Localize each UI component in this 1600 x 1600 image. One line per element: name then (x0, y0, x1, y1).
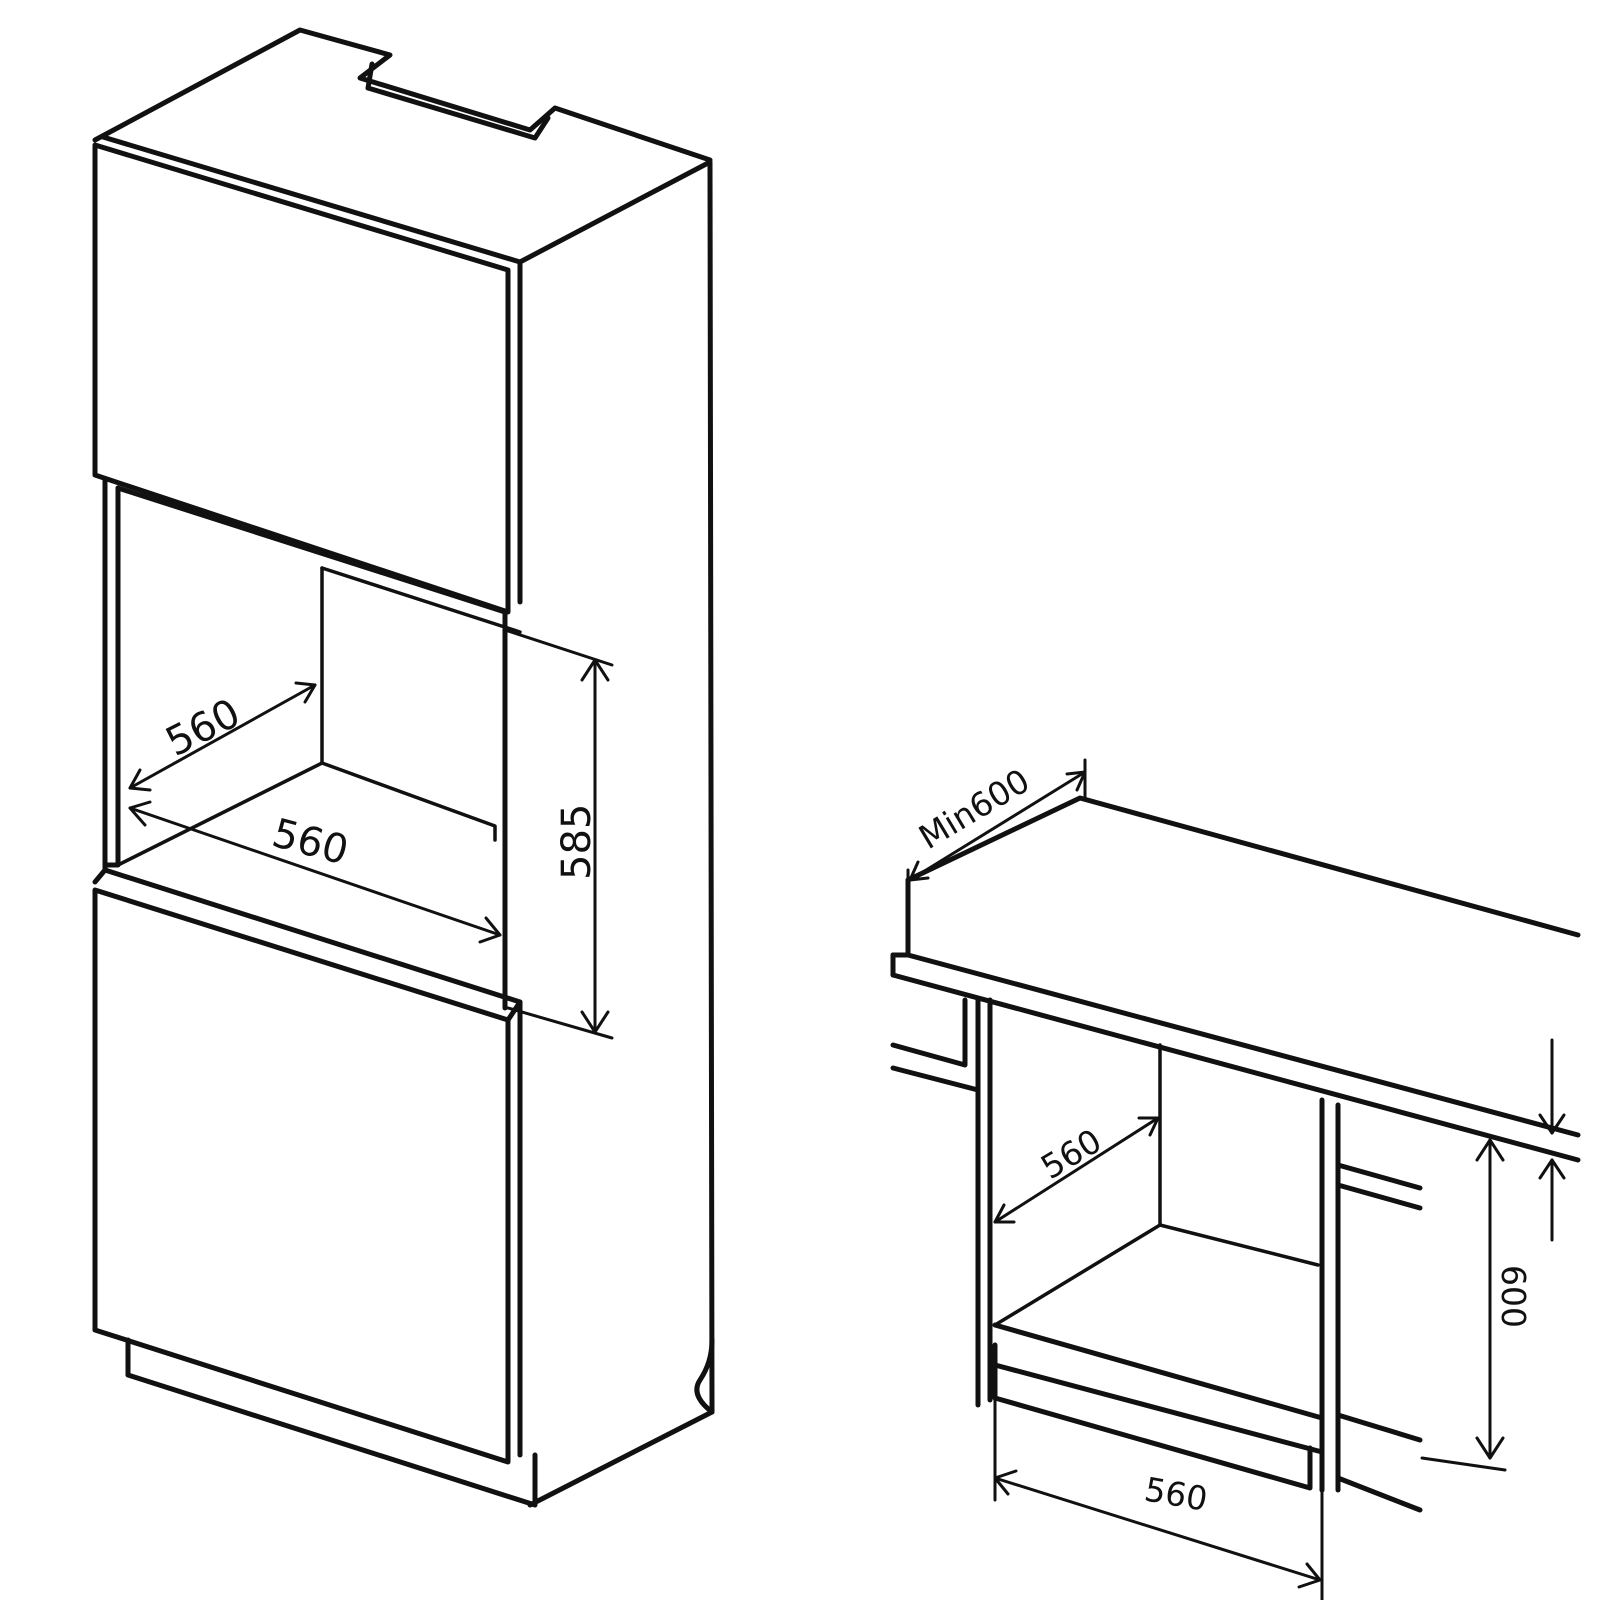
arrowhead (993, 1203, 1016, 1224)
rc-width-label: 560 (1142, 1469, 1211, 1518)
niche-floor-left-rc (993, 1223, 1162, 1327)
arrowhead (1538, 1158, 1566, 1180)
right-cabinet-stub-2 (1335, 1182, 1423, 1211)
niche-frame-top (115, 485, 508, 615)
arrowhead (1065, 770, 1087, 792)
lower-door (92, 887, 511, 1465)
niche-back-top (320, 566, 522, 634)
arrowhead (993, 1469, 1018, 1496)
arrowhead (128, 800, 152, 827)
base-floor-line (1335, 1475, 1423, 1513)
base-plinth-lower (992, 1395, 1313, 1491)
right-cabinet-stub (1335, 1162, 1423, 1191)
upper-door-top-edge (100, 134, 523, 265)
arrowhead (580, 1010, 610, 1034)
dim-arrow-inner-depth (993, 1116, 1160, 1224)
arrowhead (1538, 1113, 1566, 1135)
left-cabinet-stub (890, 997, 968, 1068)
under-counter-unit (890, 795, 1581, 1513)
right-cabinet-stub-3 (1335, 1412, 1423, 1443)
tall-depth-label: 560 (267, 810, 353, 874)
plinth-curve (694, 1337, 715, 1415)
upper-door (92, 142, 511, 615)
niche-floor-back (320, 761, 497, 842)
base-plinth-front (992, 1342, 1325, 1455)
min600-label: Min600 (912, 761, 1036, 857)
arrowhead (128, 768, 152, 792)
rc-height-label: 600 (1494, 1265, 1533, 1328)
arrowhead (1137, 1116, 1160, 1137)
dim-arrow-depth-tall (128, 806, 502, 937)
arrowhead (908, 860, 930, 882)
tall-cabinet-top-surface (92, 27, 713, 163)
base-plinth (992, 1322, 1325, 1421)
arrowhead (478, 916, 502, 944)
tall-cabinet-dimensions (128, 628, 614, 1040)
tall-width-label: 560 (159, 690, 248, 766)
tall-cabinet (92, 27, 715, 1508)
cabinet-side-panel (517, 159, 715, 1508)
tall-height-label: 585 (554, 804, 600, 880)
arrowhead (294, 681, 317, 704)
left-cabinet-stub-2 (890, 1065, 981, 1393)
under-counter-dimensions (906, 758, 1566, 1600)
arrowhead (580, 658, 610, 682)
countertop-front-top (905, 952, 1581, 1138)
dim-arrow-min600 (908, 770, 1087, 882)
countertop-front-bottom (890, 972, 1581, 1163)
lower-door-top-edge (92, 867, 523, 1023)
arrowhead (1475, 1436, 1505, 1460)
countertop-top-surface (905, 795, 1581, 938)
niche-floor-left (116, 761, 324, 867)
extension-line (1420, 1456, 1507, 1472)
arrowhead (1475, 1138, 1505, 1162)
niche-floor-back-rc (1158, 1223, 1320, 1267)
plinth (125, 1337, 538, 1508)
arrowhead (1297, 1562, 1322, 1589)
vent-cutout (365, 61, 551, 141)
dim-arrow-width-rc (993, 1476, 1322, 1582)
rc-inner-depth-label: 560 (1034, 1121, 1108, 1187)
dim-arrow-width-tall (128, 683, 317, 790)
